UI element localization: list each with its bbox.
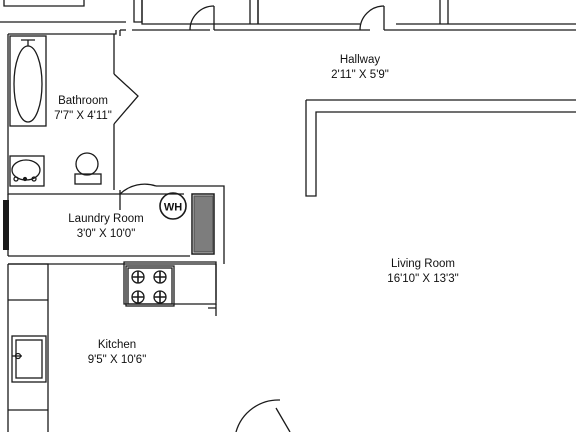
stove	[125, 265, 175, 307]
bathroom-dims: 7'7" X 4'11"	[54, 110, 112, 122]
kitchen-dims: 9'5" X 10'6"	[87, 354, 147, 366]
bathroom-name: Bathroom	[58, 95, 108, 107]
toilet	[74, 152, 102, 185]
bathroom-label: Bathroom 7'7" X 4'11"	[33, 94, 133, 124]
top-closets	[0, 0, 576, 31]
kitchen-counters	[7, 261, 217, 432]
living-room-name: Living Room	[391, 258, 455, 270]
kitchen-sink	[11, 335, 47, 383]
top-door-left	[189, 0, 259, 31]
living-room-walls	[305, 99, 576, 197]
bathroom-sink	[9, 155, 45, 187]
stove-burners	[132, 271, 166, 303]
washer-dryer	[193, 195, 214, 253]
laundry-dims: 3'0" X 10'0"	[76, 228, 136, 240]
hallway-label: Hallway 2'11" X 5'9"	[305, 53, 415, 83]
laundry-door-panel	[3, 200, 9, 250]
washer-dryer-cabinet	[191, 193, 215, 255]
water-heater-label: WH	[164, 202, 182, 214]
laundry-name: Laundry Room	[68, 213, 144, 225]
laundry-label: Laundry Room 3'0" X 10'0"	[46, 212, 166, 242]
water-heater-icon	[159, 192, 187, 220]
kitchen-label: Kitchen 9'5" X 10'6"	[67, 338, 167, 368]
living-room-dims: 16'10" X 13'3"	[387, 273, 459, 285]
kitchen-name: Kitchen	[97, 339, 137, 351]
living-room-label: Living Room 16'10" X 13'3"	[363, 257, 483, 287]
top-door-right	[359, 5, 385, 31]
hallway-dims: 2'11" X 5'9"	[331, 69, 389, 81]
hallway-name: Hallway	[339, 54, 381, 66]
bottom-door	[235, 399, 291, 432]
bathtub	[9, 35, 47, 127]
